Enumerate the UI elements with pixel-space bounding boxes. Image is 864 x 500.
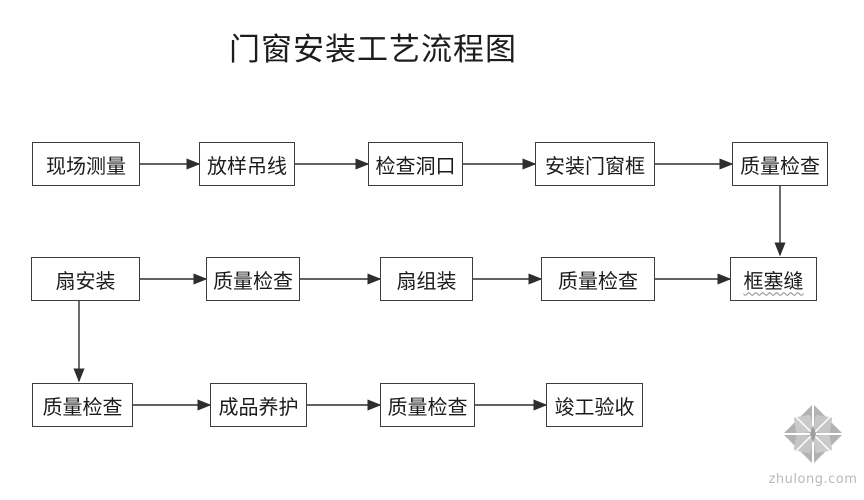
node-quality-check-4: 质量检查 — [32, 383, 133, 427]
node-label: 成品养护 — [218, 396, 299, 419]
node-label: 质量检查 — [42, 396, 123, 419]
node-label: 框塞缝 — [743, 270, 804, 293]
zhulong-logo-icon — [783, 404, 843, 464]
node-label: 扇组装 — [396, 270, 457, 293]
node-label: 放样吊线 — [207, 155, 287, 178]
node-product-protection: 成品养护 — [210, 383, 307, 427]
node-completion-acceptance: 竣工验收 — [546, 383, 643, 427]
node-label: 安装门窗框 — [545, 155, 645, 178]
page-title: 门窗安装工艺流程图 — [229, 32, 517, 67]
node-quality-check-2: 质量检查 — [206, 257, 300, 301]
node-install-door-window-frame: 安装门窗框 — [535, 142, 655, 186]
node-quality-check-1: 质量检查 — [732, 142, 828, 186]
node-setting-out-plumb-line: 放样吊线 — [199, 142, 295, 186]
node-label: 质量检查 — [213, 270, 293, 293]
node-label: 现场测量 — [46, 155, 126, 178]
node-label: 扇安装 — [55, 270, 116, 293]
node-quality-check-5: 质量检查 — [380, 383, 475, 427]
node-label: 质量检查 — [740, 155, 820, 178]
node-label: 质量检查 — [387, 396, 468, 419]
node-sash-assembly: 扇组装 — [380, 257, 473, 301]
node-site-measurement: 现场测量 — [32, 142, 140, 186]
node-label: 竣工验收 — [554, 396, 635, 419]
node-sash-installation: 扇安装 — [31, 257, 140, 301]
watermark: zhulong.com — [765, 403, 861, 487]
node-quality-check-3: 质量检查 — [541, 257, 655, 301]
node-frame-caulking: 框塞缝 — [730, 257, 817, 301]
node-label: 质量检查 — [558, 270, 638, 293]
node-label: 检查洞口 — [375, 155, 456, 178]
watermark-text: zhulong.com — [768, 472, 858, 487]
node-check-opening: 检查洞口 — [368, 142, 463, 186]
